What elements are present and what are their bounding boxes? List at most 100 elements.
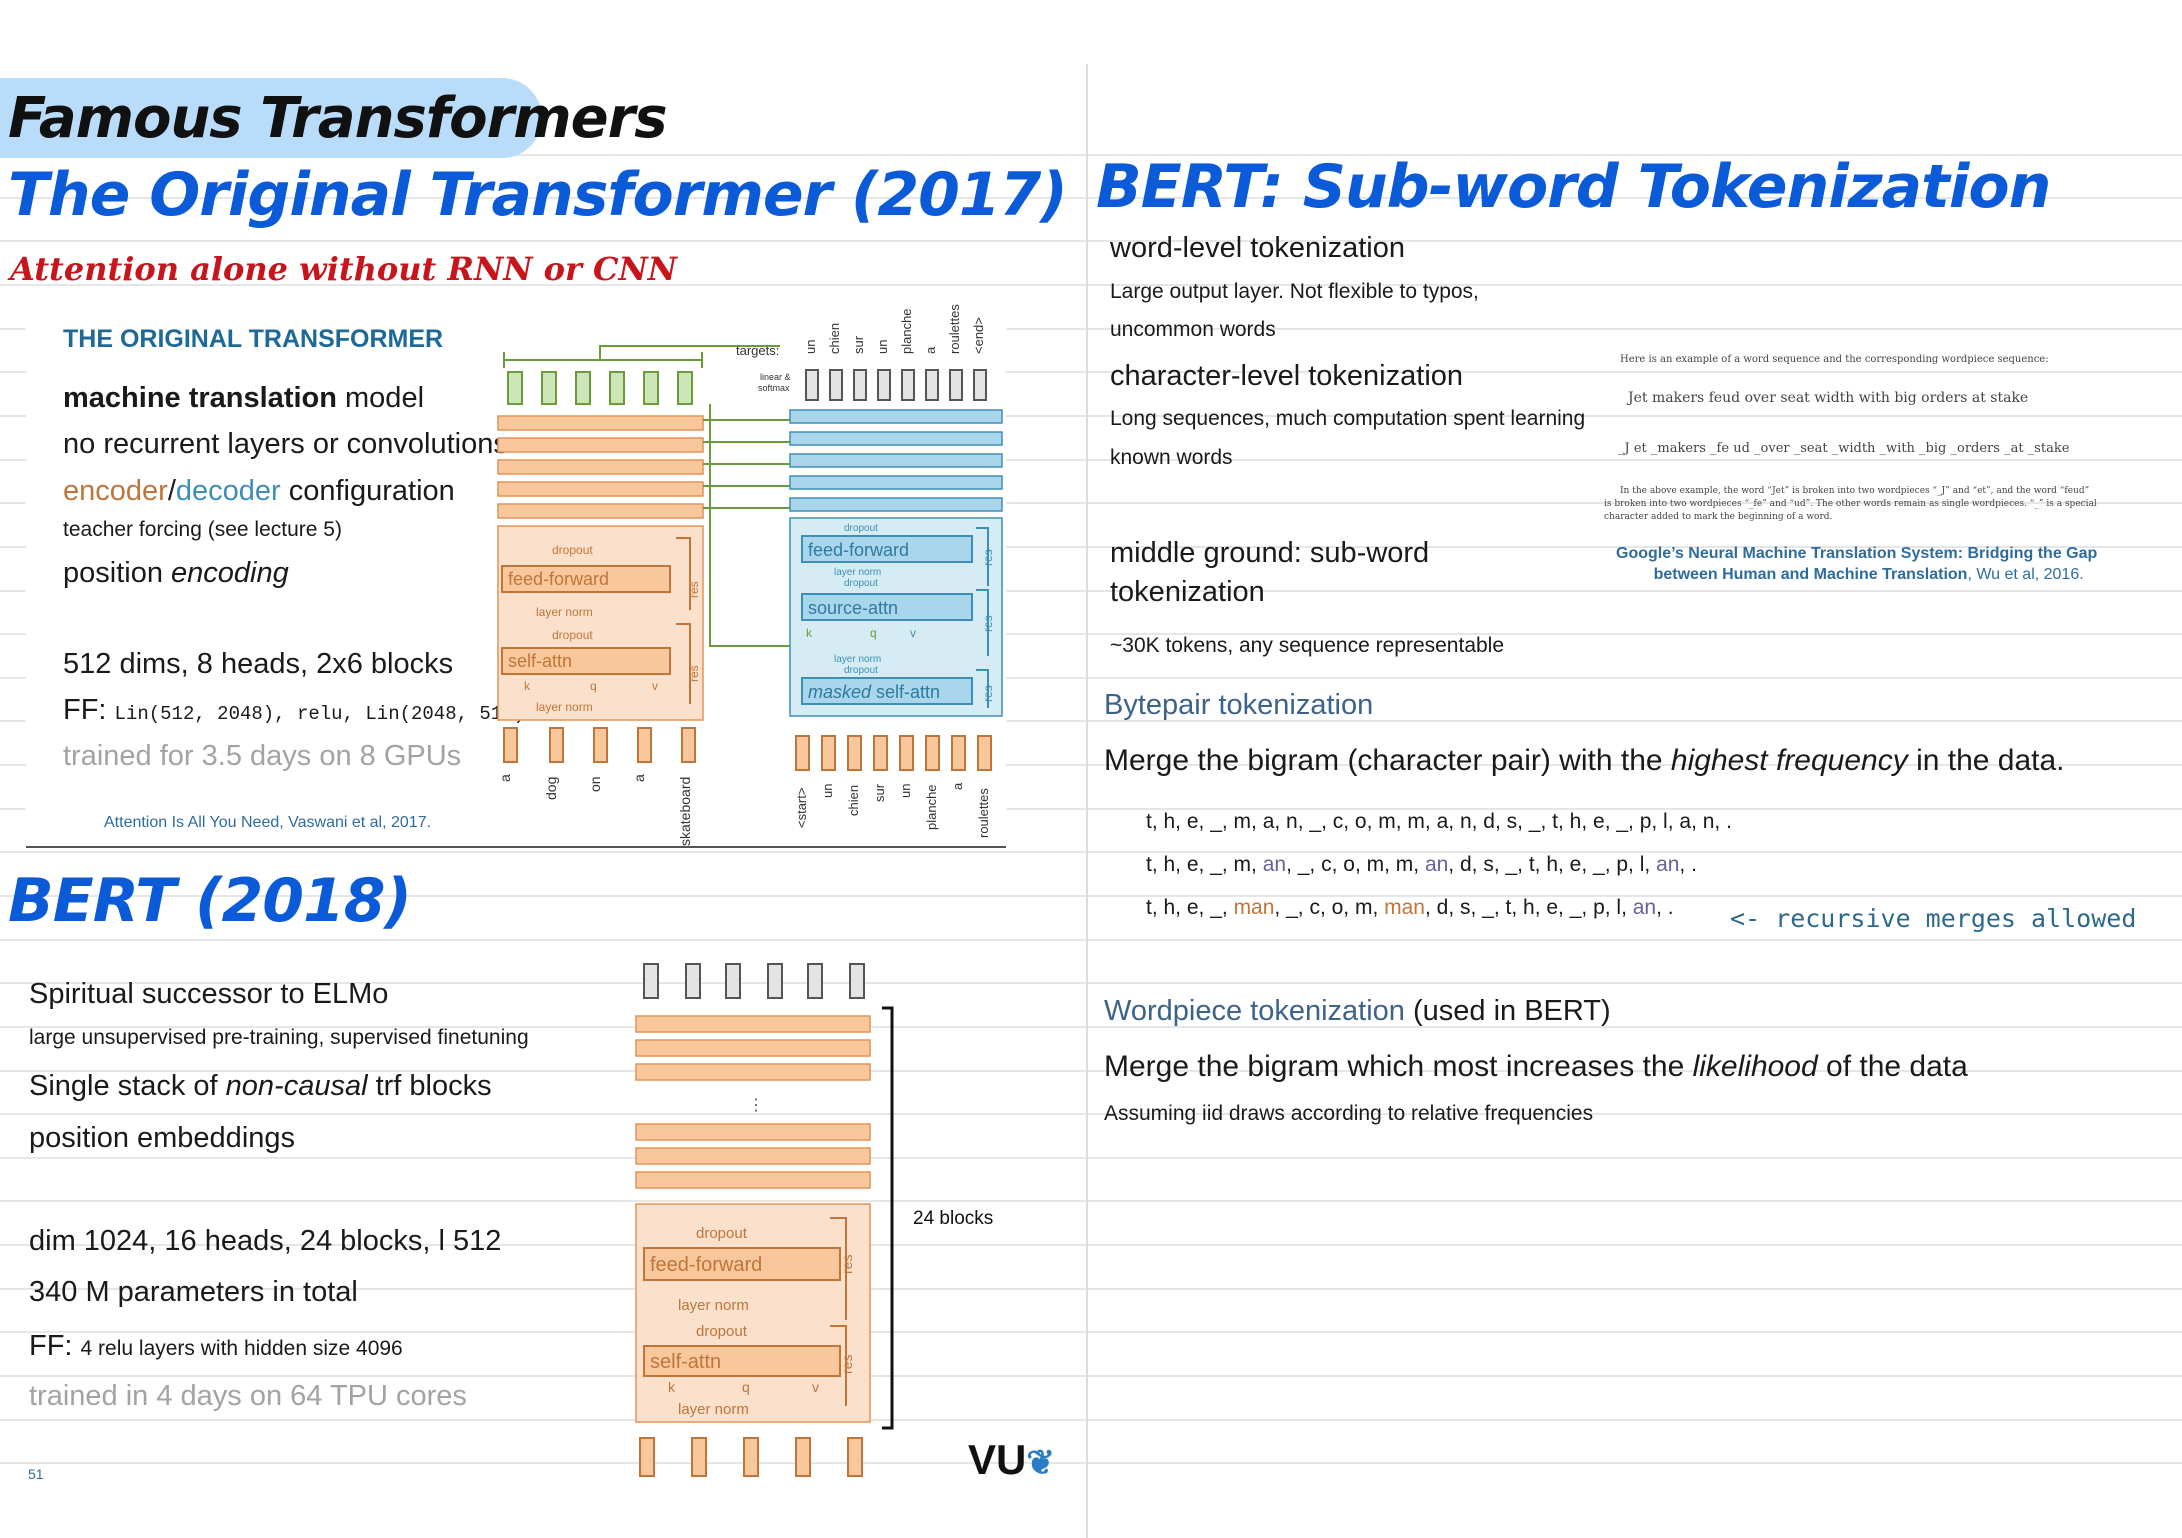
cl-line1: Long sequences, much computation spent l… (1110, 407, 1586, 430)
svg-text:sur: sur (872, 783, 887, 802)
bert-diagram: ⋮ dropout feed-forward layer norm dropou… (635, 963, 993, 1477)
enc-ff-label: feed-forward (508, 569, 609, 589)
wl-line1: Large output layer. Not flexible to typo… (1110, 280, 1479, 303)
paper-intro: Here is an example of a word sequence an… (1620, 354, 2049, 365)
bert-line-trained: trained in 4 days on 64 TPU cores (29, 1380, 467, 1412)
slide-line-position: position encoding (63, 557, 289, 589)
svg-text:res: res (981, 549, 995, 566)
section-title-original-transformer: The Original Transformer (2017) (8, 160, 1068, 230)
svg-text:a: a (497, 774, 513, 782)
svg-text:planche: planche (924, 784, 939, 830)
mg-line1: middle ground: sub-word (1110, 537, 1430, 569)
svg-text:q: q (590, 679, 597, 693)
slide-line-norecurrent: no recurrent layers or convolutions (63, 428, 508, 460)
svg-text:un: un (875, 340, 890, 354)
wl-title: word-level tokenization (1110, 232, 1405, 264)
svg-text:v: v (910, 626, 916, 640)
svg-text:planche: planche (899, 308, 914, 354)
svg-text:targets:: targets: (736, 343, 779, 358)
wp-note: Assuming iid draws according to relative… (1104, 1102, 1594, 1125)
handwritten-note: Attention alone without RNN or CNN (10, 250, 677, 288)
svg-text:un: un (898, 784, 913, 798)
svg-text:layer norm: layer norm (536, 700, 593, 714)
svg-text:<end>: <end> (971, 317, 986, 354)
bpe-title: Bytepair tokenization (1104, 689, 1374, 721)
svg-text:q: q (870, 626, 877, 640)
svg-text:chien: chien (846, 785, 861, 816)
svg-text:<start>: <start> (794, 788, 809, 828)
paper-pieces: _J et _makers _fe ud _over _seat _width … (1618, 441, 2070, 456)
bpe-row-2: t, h, e, _, m, an, _, c, o, m, m, an, d,… (1146, 853, 1697, 876)
transformer-diagram: feed-forward dropout layer norm dropout … (497, 304, 1003, 846)
bert-line-ff: FF: 4 relu layers with hidden size 4096 (29, 1330, 403, 1362)
page-title: Famous Transformers (8, 86, 668, 151)
svg-text:roulettes: roulettes (976, 788, 991, 838)
slide-line-mt: machine translation model (63, 382, 425, 414)
svg-text:roulettes: roulettes (947, 304, 962, 354)
svg-text:k: k (806, 626, 813, 640)
svg-text:k: k (668, 1379, 676, 1395)
svg-text:layer norm: layer norm (834, 567, 881, 578)
svg-text:res: res (687, 665, 701, 682)
paper-words: Jet makers feud over seat width with big… (1628, 390, 2029, 406)
bert-blocks-label: 24 blocks (913, 1208, 993, 1229)
svg-text:dropout: dropout (552, 628, 593, 642)
svg-text:linear &: linear & (760, 372, 791, 382)
svg-text:dropout: dropout (552, 543, 593, 557)
svg-text:feed-forward: feed-forward (650, 1254, 762, 1276)
svg-text:res: res (981, 615, 995, 632)
wp-title: Wordpiece tokenization (used in BERT) (1104, 995, 1611, 1027)
svg-text:res: res (839, 1255, 855, 1274)
griffin-icon: ❦ (1026, 1444, 1055, 1482)
page-divider (1086, 64, 1088, 1538)
slide-line-encdec: encoder/decoder configuration (63, 475, 455, 507)
mg-line3: ~30K tokens, any sequence representable (1110, 634, 1505, 657)
svg-text:layer norm: layer norm (834, 654, 881, 665)
svg-text:q: q (742, 1379, 750, 1395)
slide-line-teacher: teacher forcing (see lecture 5) (63, 518, 342, 541)
svg-text:layer norm: layer norm (678, 1401, 749, 1418)
svg-text:dropout: dropout (696, 1225, 748, 1242)
right-title: BERT: Sub-word Tokenization (1096, 152, 2051, 222)
bpe-row-1: t, h, e, _, m, a, n, _, c, o, m, m, a, n… (1146, 810, 1732, 833)
svg-text:a: a (950, 782, 965, 790)
svg-text:on: on (587, 776, 603, 792)
bert-line-pretraining: large unsupervised pre-training, supervi… (29, 1026, 529, 1049)
bpe-row-3: t, h, e, _, man, _, c, o, m, man, d, s, … (1146, 896, 1674, 919)
paper-expl-2: is broken into two wordpieces “_fe” and … (1604, 499, 2097, 509)
paper-expl-1: In the above example, the word “Jet” is … (1620, 486, 2090, 496)
svg-text:⋮: ⋮ (748, 1097, 764, 1114)
svg-text:un: un (820, 784, 835, 798)
dec-masked-label: masked self-attn (808, 682, 940, 702)
bert-line-dims: dim 1024, 16 heads, 24 blocks, l 512 (29, 1225, 502, 1257)
svg-text:layer norm: layer norm (536, 605, 593, 619)
slide-line-dims: 512 dims, 8 heads, 2x6 blocks (63, 648, 454, 680)
svg-text:self-attn: self-attn (650, 1351, 721, 1373)
svg-text:softmax: softmax (758, 383, 790, 393)
svg-text:dropout: dropout (844, 523, 878, 534)
section-title-bert: BERT (2018) (8, 866, 412, 936)
vu-logo: VU❦ (968, 1436, 1055, 1483)
slide-title: THE ORIGINAL TRANSFORMER (63, 325, 444, 353)
bert-line-stack: Single stack of non-causal trf blocks (29, 1070, 492, 1102)
enc-sa-label: self-attn (508, 651, 572, 671)
mg-line2: tokenization (1110, 576, 1265, 608)
svg-text:chien: chien (827, 323, 842, 354)
wp-desc: Merge the bigram which most increases th… (1104, 1050, 1968, 1083)
svg-text:un: un (803, 340, 818, 354)
dec-src-label: source-attn (808, 598, 898, 618)
svg-text:dropout: dropout (696, 1323, 748, 1340)
slide-line-ff: FF: Lin(512, 2048), relu, Lin(2048, 512) (63, 694, 526, 726)
svg-text:res: res (687, 581, 701, 598)
header-highlight (0, 78, 542, 158)
cl-line2: known words (1110, 446, 1233, 469)
svg-text:dropout: dropout (844, 578, 878, 589)
svg-text:skateboard: skateboard (677, 777, 693, 846)
paper-expl-3: character added to mark the beginning of… (1604, 512, 1833, 522)
svg-text:k: k (524, 679, 531, 693)
svg-text:res: res (839, 1355, 855, 1374)
slide-line-trained: trained for 3.5 days on 8 GPUs (63, 740, 462, 772)
bpe-handwritten-note: <- recursive merges allowed (1730, 904, 2137, 933)
gnmt-citation: Google’s Neural Machine Translation Syst… (1616, 545, 2098, 583)
page-number: 51 (28, 1466, 44, 1482)
